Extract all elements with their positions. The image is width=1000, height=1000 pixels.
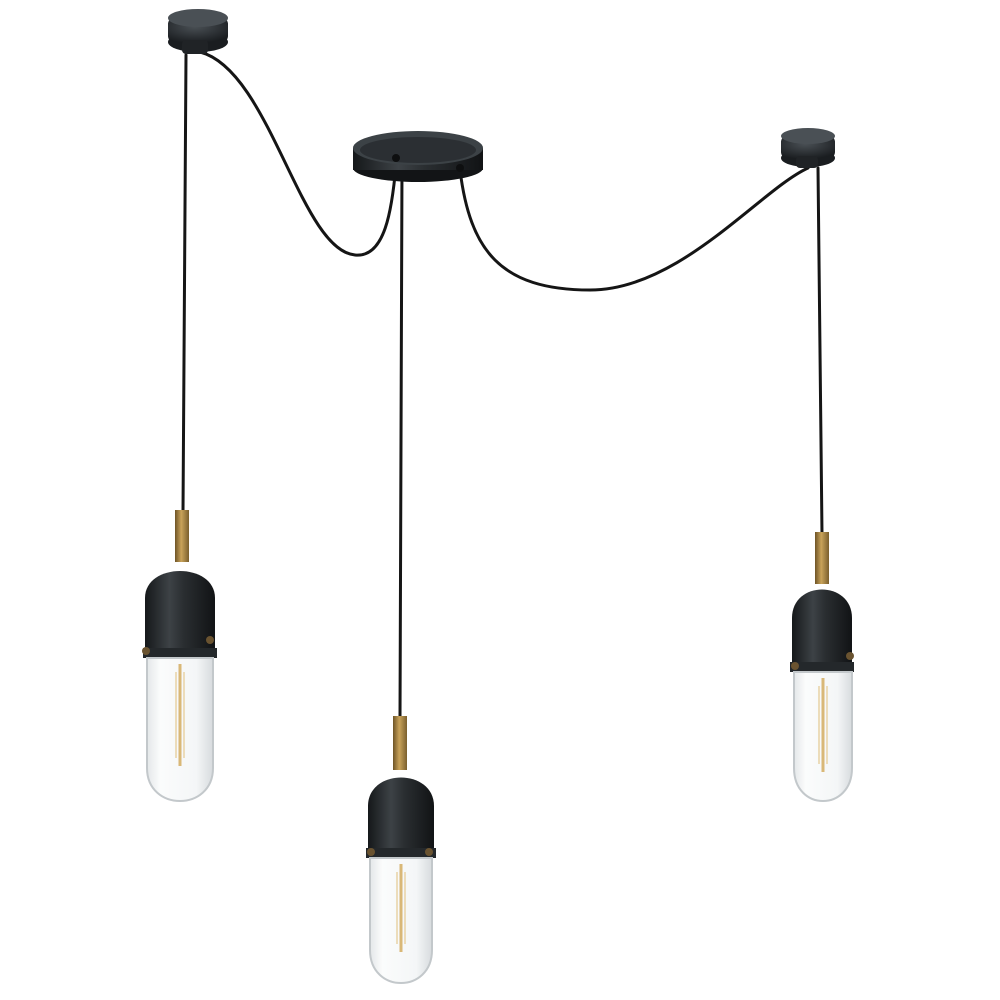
right-hook-canopy <box>781 128 835 168</box>
cord-left-drop <box>181 53 188 514</box>
left-hook-canopy <box>168 9 228 54</box>
brass-stem <box>393 716 407 770</box>
cords <box>181 50 824 720</box>
cord-left-swag <box>198 50 398 257</box>
cord-center-drop <box>398 163 404 720</box>
pendant-left <box>142 510 217 802</box>
brass-stem <box>815 532 829 584</box>
brass-stem <box>175 510 189 562</box>
pendant-right <box>790 532 854 802</box>
cord-right-drop <box>816 166 824 536</box>
cord-right-swag <box>458 166 810 292</box>
center-canopy <box>353 131 483 182</box>
pendant-center <box>366 716 436 984</box>
